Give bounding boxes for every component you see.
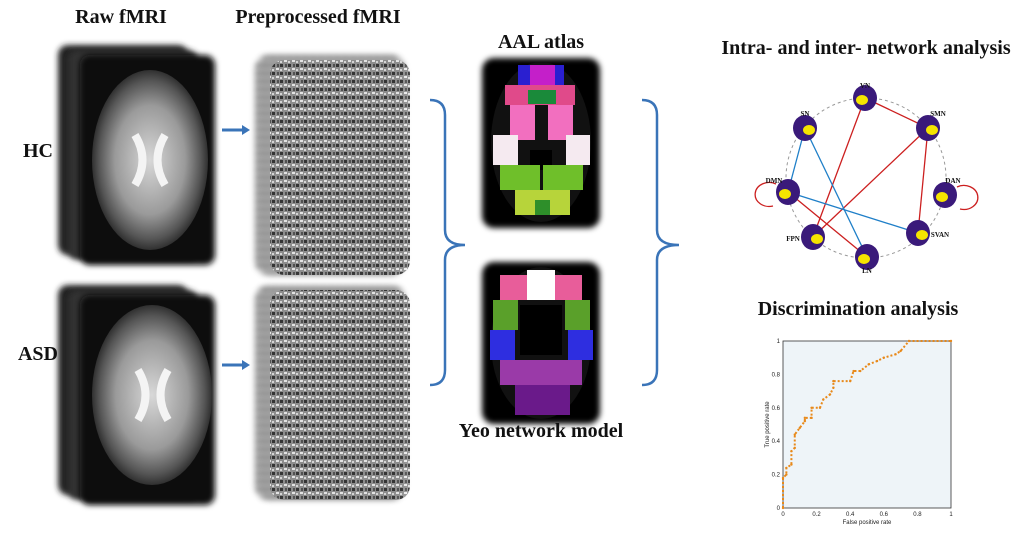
discrimination-title: Discrimination analysis — [757, 298, 959, 320]
roc-point — [785, 466, 788, 470]
yeo-title: Yeo network model — [458, 420, 624, 442]
roc-point — [803, 416, 807, 420]
roc-point — [832, 379, 835, 383]
self-loop-dmn — [754, 181, 777, 208]
arrow-hc — [222, 125, 250, 135]
node-label-ln: LN — [862, 267, 872, 275]
network-highlight — [858, 254, 870, 264]
positive-edge — [917, 127, 929, 234]
roc-point — [852, 369, 855, 373]
roc-point — [849, 379, 852, 383]
preprocessed-fmri-hc-stack — [255, 55, 410, 275]
positive-edge — [787, 191, 868, 258]
network-analysis-title: Intra- and inter- network analysis — [721, 37, 1011, 59]
aal-atlas-title: AAL atlas — [497, 31, 585, 53]
x-tick-label: 0.8 — [913, 512, 922, 518]
network-highlight — [811, 234, 823, 244]
roc-point — [907, 339, 911, 343]
y-tick-label: 0.8 — [772, 372, 781, 378]
negative-edge — [804, 127, 868, 258]
roc-point — [798, 426, 801, 430]
network-highlight — [916, 230, 928, 240]
roc-point — [832, 386, 835, 389]
roc-point — [790, 463, 793, 466]
right-bracket — [641, 98, 680, 387]
node-label-svan: SVAN — [931, 231, 949, 239]
x-tick-label: 0 — [781, 512, 785, 518]
raw-fmri-title: Raw fMRI — [75, 6, 167, 28]
x-tick-label: 0.6 — [880, 512, 889, 518]
preprocessed-fmri-asd-stack — [255, 285, 410, 500]
roc-point — [818, 406, 822, 409]
roc-curve — [782, 340, 951, 508]
node-label-dmn: DMN — [766, 177, 783, 185]
roc-point — [810, 416, 813, 420]
y-tick-label: 0.6 — [772, 406, 781, 412]
preprocessed-fmri-title: Preprocessed fMRI — [235, 6, 401, 28]
network-diagram: VN SMN DAN SVAN LN FPN DMN SN — [754, 82, 979, 275]
roc-point — [859, 369, 862, 373]
roc-point — [803, 419, 807, 423]
roc-point — [793, 446, 796, 450]
plot-area — [782, 340, 952, 509]
roc-point — [894, 353, 897, 356]
network-ring — [785, 97, 947, 259]
positive-edge — [812, 127, 929, 238]
group-label-hc: HC — [23, 140, 53, 162]
arrow-asd — [222, 360, 250, 370]
roc-point — [899, 349, 902, 353]
x-tick-label: 0.2 — [812, 512, 821, 518]
aal-atlas-image — [482, 58, 600, 228]
x-tick-label: 1 — [949, 512, 953, 518]
network-highlight — [936, 192, 948, 202]
y-tick-label: 1 — [777, 339, 781, 345]
raw-fmri-asd-stack — [58, 285, 215, 505]
roc-point — [882, 356, 885, 359]
raw-fmri-hc-stack — [58, 45, 215, 265]
yeo-network-image — [482, 262, 600, 424]
node-label-fpn: FPN — [786, 235, 800, 243]
roc-point — [810, 406, 813, 409]
roc-point — [785, 473, 788, 476]
node-label-smn: SMN — [930, 110, 946, 118]
y-tick-label: 0 — [777, 506, 781, 512]
left-bracket — [429, 98, 466, 387]
y-tick-label: 0.4 — [772, 439, 781, 445]
network-highlight — [803, 125, 815, 135]
roc-point — [793, 433, 796, 436]
positive-edge — [812, 97, 866, 238]
network-highlight — [779, 189, 791, 199]
network-highlight — [856, 95, 868, 105]
roc-point — [781, 506, 785, 510]
roc-point — [867, 363, 870, 366]
node-label-vn: VN — [860, 82, 870, 90]
roc-point — [822, 398, 825, 401]
roc-point — [875, 359, 879, 363]
node-label-dan: DAN — [945, 177, 960, 185]
self-loop-dan — [956, 184, 979, 211]
x-axis-label: False positive rate — [843, 520, 892, 526]
negative-edge — [787, 191, 919, 234]
y-axis-label: True positive rate — [765, 401, 771, 448]
x-tick-label: 0.4 — [846, 512, 855, 518]
group-label-asd: ASD — [17, 343, 59, 365]
node-label-sn: SN — [801, 110, 810, 118]
y-tick-label: 0.2 — [772, 473, 781, 479]
roc-point — [949, 339, 953, 343]
roc-point — [790, 450, 793, 453]
roc-point — [828, 393, 832, 396]
roc-point — [781, 476, 785, 480]
network-highlight — [926, 125, 938, 135]
